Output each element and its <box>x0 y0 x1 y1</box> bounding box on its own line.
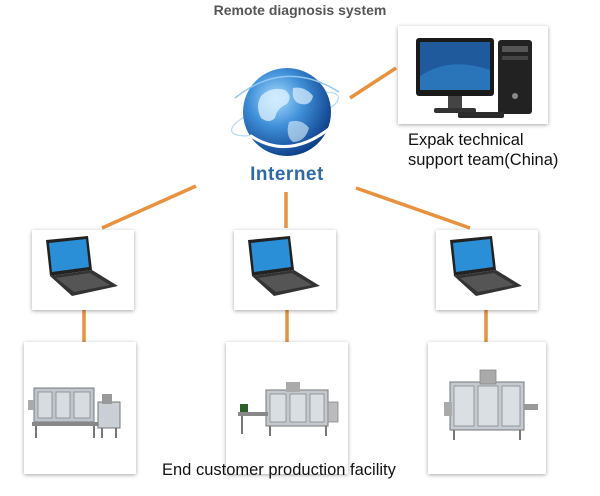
customer-laptop-card-right <box>436 230 538 310</box>
laptop-icon <box>248 236 320 296</box>
internet-label: Internet <box>250 164 324 185</box>
customer-laptop-card-center <box>234 230 336 310</box>
desktop-computer-icon <box>416 38 532 118</box>
production-machine-card-right <box>428 342 546 474</box>
diagram-title: Remote diagnosis system <box>213 2 387 18</box>
support-computer-card <box>398 26 548 124</box>
support-label-line1: Expak technical <box>408 131 524 149</box>
facility-label: End customer production facility <box>162 461 396 479</box>
laptop-icon <box>450 236 522 296</box>
packaging-machine-icon <box>444 369 538 440</box>
globe-icon <box>230 68 340 156</box>
connector-internet-laptop-right <box>355 186 471 230</box>
laptop-icon <box>46 236 118 296</box>
production-machine-card-left <box>24 342 136 474</box>
production-machine-card-center <box>226 342 348 474</box>
support-label-line2: support team(China) <box>408 151 559 169</box>
connector-internet-support <box>349 66 397 100</box>
customer-laptop-card-left <box>32 230 134 310</box>
packaging-machine-icon <box>28 387 121 438</box>
connector-internet-laptop-left <box>101 184 197 230</box>
packaging-machine-icon <box>238 382 339 436</box>
